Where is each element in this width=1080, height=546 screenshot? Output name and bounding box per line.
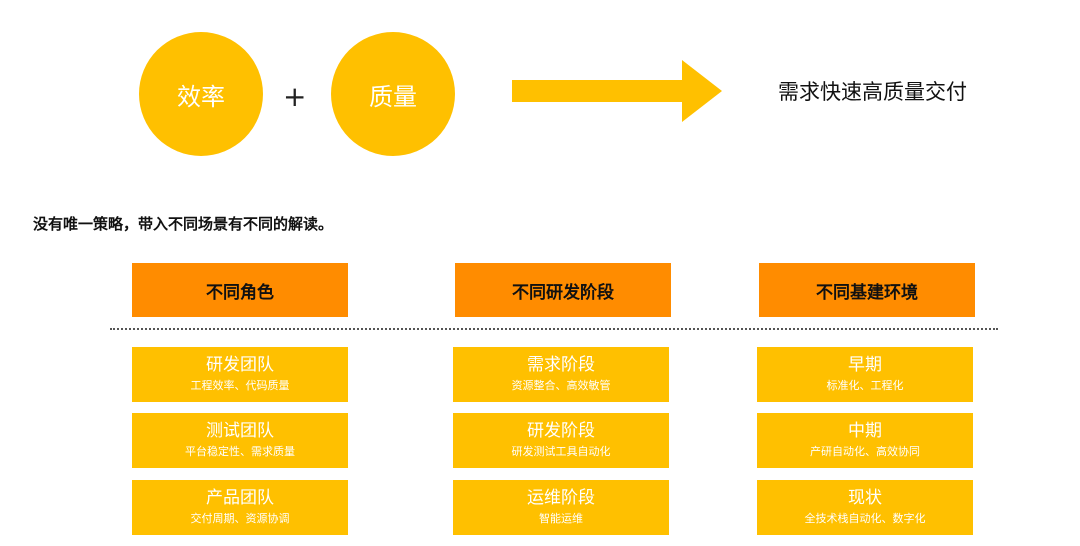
card-title: 运维阶段 [527, 488, 595, 508]
card-middle: 中期 产研自动化、高效协同 [757, 413, 973, 468]
card-ops-stage: 运维阶段 智能运维 [453, 480, 669, 535]
header-roles-label: 不同角色 [206, 282, 274, 303]
card-desc: 研发测试工具自动化 [511, 445, 611, 458]
right-arrow-icon [512, 60, 722, 122]
card-title: 中期 [848, 421, 882, 441]
header-stages-label: 不同研发阶段 [512, 282, 614, 303]
card-title: 研发阶段 [527, 421, 595, 441]
goal-text: 需求快速高质量交付 [778, 80, 967, 104]
card-title: 需求阶段 [527, 355, 595, 375]
card-title: 测试团队 [206, 421, 274, 441]
card-dev-team: 研发团队 工程效率、代码质量 [132, 347, 348, 402]
card-test-team: 测试团队 平台稳定性、需求质量 [132, 413, 348, 468]
card-desc: 工程效率、代码质量 [190, 379, 290, 392]
dotted-divider [110, 328, 998, 330]
card-desc: 资源整合、高效敏管 [511, 379, 611, 392]
header-roles: 不同角色 [132, 263, 348, 317]
header-stages: 不同研发阶段 [455, 263, 671, 317]
card-desc: 交付周期、资源协调 [190, 512, 290, 525]
card-title: 现状 [848, 488, 882, 508]
header-environment-label: 不同基建环境 [816, 282, 918, 303]
card-desc: 标准化、工程化 [826, 379, 904, 392]
card-title: 产品团队 [206, 488, 274, 508]
card-title: 研发团队 [206, 355, 274, 375]
card-current: 现状 全技术栈自动化、数字化 [757, 480, 973, 535]
card-requirement-stage: 需求阶段 资源整合、高效敏管 [453, 347, 669, 402]
quality-label: 质量 [369, 82, 417, 111]
plus-sign: + [283, 80, 307, 113]
efficiency-label: 效率 [177, 82, 225, 111]
card-desc: 产研自动化、高效协同 [810, 445, 920, 458]
quality-circle: 质量 [331, 32, 455, 156]
card-desc: 智能运维 [539, 512, 583, 525]
subtitle: 没有唯一策略，带入不同场景有不同的解读。 [33, 215, 334, 233]
efficiency-circle: 效率 [139, 32, 263, 156]
card-desc: 平台稳定性、需求质量 [185, 445, 295, 458]
card-dev-stage: 研发阶段 研发测试工具自动化 [453, 413, 669, 468]
card-early: 早期 标准化、工程化 [757, 347, 973, 402]
header-environment: 不同基建环境 [759, 263, 975, 317]
card-desc: 全技术栈自动化、数字化 [804, 512, 926, 525]
card-product-team: 产品团队 交付周期、资源协调 [132, 480, 348, 535]
card-title: 早期 [848, 355, 882, 375]
